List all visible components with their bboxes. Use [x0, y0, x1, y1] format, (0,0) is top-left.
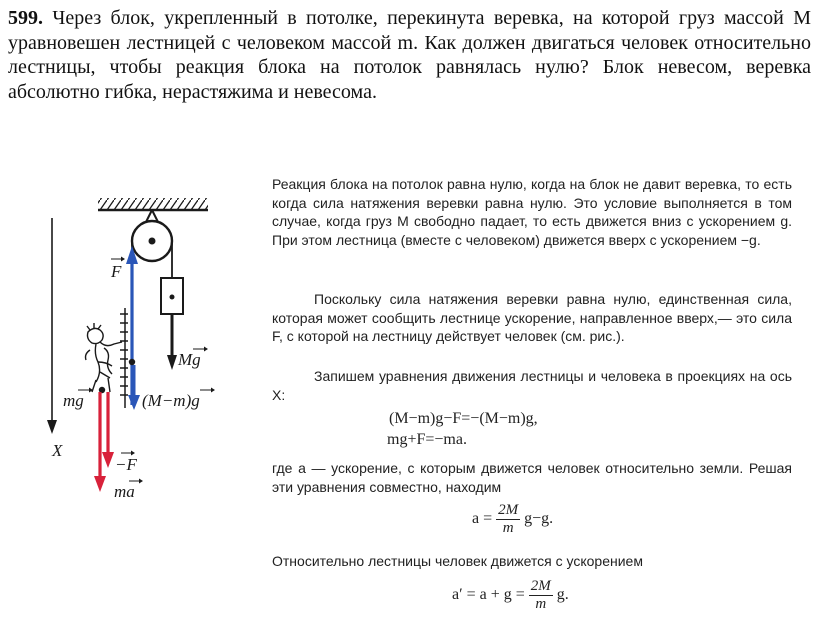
problem-text: Через блок, укрепленный в потолке, перек…: [8, 7, 811, 103]
force-mg-arrow: [94, 392, 106, 492]
equation-2: mg+F=−ma.: [387, 431, 467, 448]
x-axis-arrow: [47, 218, 57, 434]
equation-1: (M−m)g−F=−(M−m)g,: [389, 410, 538, 427]
label-m-minus-m-g: (M−m)g: [142, 391, 200, 410]
force-mmg-arrow: [128, 365, 140, 410]
label-mg-big: Mg: [177, 350, 201, 369]
equation-4-rhs: g.: [556, 586, 569, 604]
equation-3-numerator: 2M: [496, 502, 521, 520]
label-x: X: [51, 441, 63, 460]
label-ma: ma: [114, 482, 135, 501]
equation-3-denominator: m: [502, 520, 514, 536]
equation-4-lhs: a′ = a + g =: [452, 586, 525, 604]
physics-figure: F Mg mg (M−m)g X −F ma: [47, 198, 215, 501]
solution-paragraph-2: Поскольку сила натяжения веревки равна н…: [272, 291, 792, 344]
mg-big-arrow: [167, 314, 177, 370]
equation-4-fraction: 2M m: [528, 578, 553, 613]
label-f: F: [110, 262, 122, 281]
force-neg-f-arrow: [102, 392, 114, 468]
problem-number: 599.: [8, 7, 43, 29]
label-neg-f: −F: [115, 455, 137, 474]
solution-paragraph-1: Реакция блока на потолок равна нулю, ког…: [272, 176, 792, 248]
label-mg-small: mg: [63, 391, 84, 410]
equation-3-fraction: 2M m: [496, 502, 521, 537]
problem-statement: 599. Через блок, укрепленный в потолке, …: [8, 6, 811, 104]
equation-4-denominator: m: [535, 596, 547, 612]
solution-paragraph-3: Запишем уравнения движения лестницы и че…: [272, 368, 792, 403]
person-mass-center: [98, 386, 106, 394]
weight-block: [160, 277, 184, 315]
person: [84, 323, 123, 393]
solution-paragraph-4: где a — ускорение, с которым движется че…: [272, 460, 792, 495]
pulley: [130, 209, 174, 263]
equation-4: a′ = a + g = 2M m g.: [452, 578, 569, 613]
equation-4-numerator: 2M: [528, 578, 553, 596]
ladder-attachment-point: [128, 358, 136, 366]
ceiling: [98, 198, 208, 212]
force-f-arrow: [126, 246, 138, 405]
equation-3: a = 2M m g−g.: [472, 502, 553, 537]
solution-paragraph-5: Относительно лестницы человек движется с…: [272, 553, 643, 569]
equation-3-lhs: a =: [472, 510, 493, 528]
equation-3-rhs: g−g.: [524, 510, 554, 528]
ladder: [120, 308, 128, 408]
